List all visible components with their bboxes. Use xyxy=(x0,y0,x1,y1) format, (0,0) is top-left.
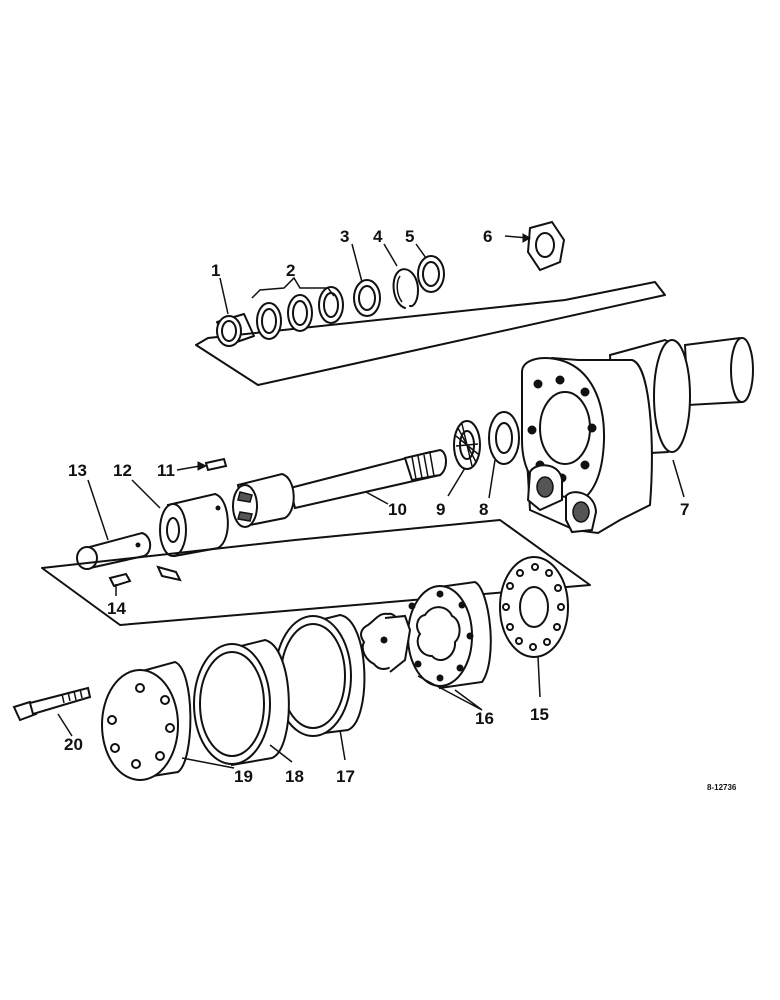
part-9-thrust-bearing xyxy=(453,420,481,470)
part-20-bolt xyxy=(12,686,92,722)
callout-15: 15 xyxy=(530,705,549,724)
callout-12: 12 xyxy=(113,461,132,480)
part-18-ring xyxy=(193,638,290,767)
callout-14: 14 xyxy=(107,599,126,618)
part-12-coupling-sleeve xyxy=(159,492,229,558)
callout-13: 13 xyxy=(68,461,87,480)
part-1-needle-bearing xyxy=(216,313,255,347)
callout-6: 6 xyxy=(483,227,492,246)
part-2-seal-set xyxy=(256,286,344,340)
part-3-washer xyxy=(353,279,381,317)
leader-lines xyxy=(57,233,685,769)
part-6-hex-nut xyxy=(526,220,566,272)
callout-labels: 1 2 3 4 5 6 7 8 9 10 11 12 13 14 15 16 1… xyxy=(64,227,689,786)
callout-20: 20 xyxy=(64,735,83,754)
callout-8: 8 xyxy=(479,500,488,519)
part-14-keys xyxy=(108,565,182,588)
part-10-drive-shaft xyxy=(232,448,447,528)
callout-3: 3 xyxy=(340,227,349,246)
part-15-valve-plate xyxy=(499,556,569,658)
callout-9: 9 xyxy=(436,500,445,519)
callout-10: 10 xyxy=(388,500,407,519)
reference-code: 8-12736 xyxy=(707,783,737,792)
callout-1: 1 xyxy=(211,261,220,280)
callout-11: 11 xyxy=(157,461,175,480)
callout-2: 2 xyxy=(286,261,295,280)
callout-18: 18 xyxy=(285,767,304,786)
part-7-motor-housing xyxy=(520,336,754,535)
callout-19: 19 xyxy=(234,767,253,786)
callout-7: 7 xyxy=(680,500,689,519)
part-16-gerotor-set xyxy=(360,580,492,690)
callout-5: 5 xyxy=(405,227,414,246)
part-5-washer xyxy=(417,255,445,293)
part-11-pin xyxy=(204,457,228,472)
part-19-end-cap xyxy=(101,660,192,781)
callout-16: 16 xyxy=(475,709,494,728)
callout-17: 17 xyxy=(336,767,355,786)
part-17-ring xyxy=(274,613,366,737)
part-8-thrust-washer xyxy=(488,411,520,465)
part-4-snap-ring xyxy=(392,268,419,309)
callout-4: 4 xyxy=(373,227,383,246)
lower-parts-tray xyxy=(41,519,591,626)
